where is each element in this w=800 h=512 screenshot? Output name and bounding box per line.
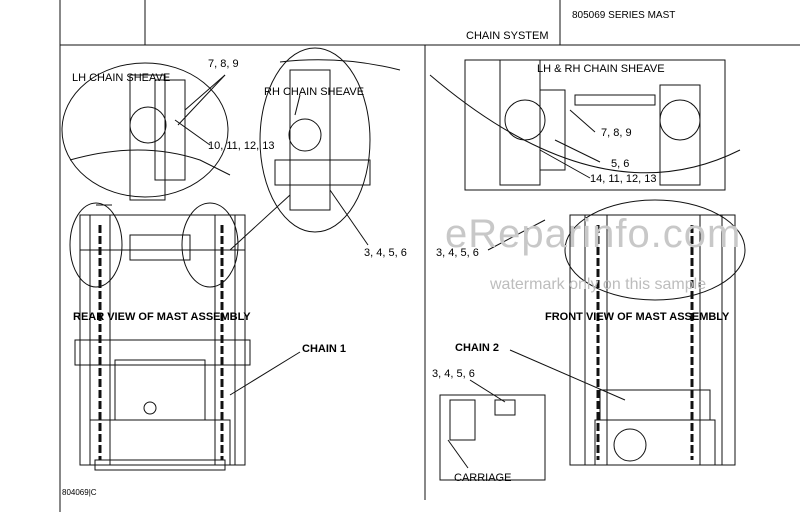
chain-2-label: CHAIN 2: [455, 342, 500, 354]
lh-chain-sheave-label: LH CHAIN SHEAVE: [72, 72, 171, 84]
callout-14-13-right: 14, 11, 12, 13: [590, 173, 657, 185]
series-label: 805069 SERIES MAST: [572, 10, 676, 21]
rh-chain-sheave-label: RH CHAIN SHEAVE: [264, 86, 365, 98]
callout-10-13-left: 10, 11, 12, 13: [208, 140, 275, 152]
callout-3-6-left: 3, 4, 5, 6: [364, 247, 407, 259]
callout-7-8-9-right: 7, 8, 9: [601, 127, 632, 139]
rear-mast-drawing: [61, 47, 401, 471]
front-view-title: FRONT VIEW OF MAST ASSEMBLY: [545, 311, 730, 323]
callout-7-8-9-left: 7, 8, 9: [208, 58, 239, 70]
callout-3-6-right-lower: 3, 4, 5, 6: [432, 368, 475, 380]
rear-view-title: REAR VIEW OF MAST ASSEMBLY: [73, 311, 251, 323]
carriage-label: CARRIAGE: [454, 472, 512, 484]
page-title: CHAIN SYSTEM: [466, 30, 549, 42]
watermark-note: watermark only on this sample: [490, 276, 707, 293]
front-mast-drawing: [429, 59, 746, 481]
figure-id: 804069|C: [62, 488, 97, 497]
callout-3-6-right-upper: 3, 4, 5, 6: [436, 247, 479, 259]
lh-rh-chain-sheave-label: LH & RH CHAIN SHEAVE: [537, 63, 665, 75]
chain-1-label: CHAIN 1: [302, 343, 347, 355]
watermark-brand: eReparinfo.com: [445, 212, 742, 256]
header-frame: [59, 0, 800, 512]
callout-5-6-right: 5, 6: [611, 158, 630, 170]
